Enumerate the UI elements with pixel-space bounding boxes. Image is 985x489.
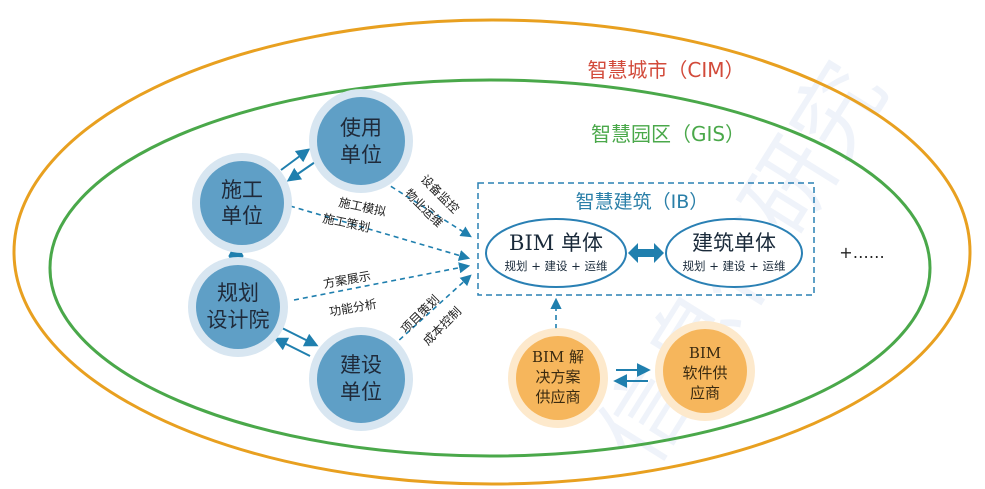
edge-label-design-b: 功能分析: [328, 297, 378, 319]
node-design-line1: 规划: [217, 281, 259, 305]
node-bim-solution: BIM 解 决方案 供应商: [508, 328, 608, 428]
edge-label-construction-b: 施工策划: [321, 211, 371, 235]
building-unit-title: 建筑单体: [692, 231, 776, 255]
more-units: +……: [839, 243, 884, 262]
node-bim-solution-line1: BIM 解: [532, 348, 584, 366]
building-unit-subtitle: 规划 + 建设 + 运维: [683, 259, 786, 273]
arrow-construction-to-ib: [289, 205, 471, 261]
node-bim-software-line2: 软件供: [682, 364, 727, 382]
node-bim-software: BIM 软件供 应商: [655, 321, 755, 421]
node-bim-solution-line3: 供应商: [535, 388, 580, 406]
node-bim-software-line3: 应商: [690, 384, 720, 402]
node-builder-line2: 单位: [340, 380, 382, 404]
node-builder-line1: 建设: [340, 353, 382, 377]
node-construction-line2: 单位: [221, 204, 263, 228]
bim-unit-title: BIM 单体: [509, 231, 603, 255]
bim-unit-subtitle: 规划 + 建设 + 运维: [505, 259, 608, 273]
park-ring: [48, 78, 932, 458]
city-label: 智慧城市（CIM）: [587, 58, 744, 82]
arrow-builder-to-design: [273, 337, 311, 357]
node-user: 使用 单位: [309, 89, 413, 193]
arrow-design-to-ib: [293, 262, 471, 301]
bim-unit: BIM 单体 规划 + 建设 + 运维: [485, 218, 627, 288]
bim-building-double-arrow: [628, 243, 664, 263]
ib-label: 智慧建筑（IB）: [576, 191, 709, 213]
node-construction-line1: 施工: [221, 178, 263, 202]
node-construction: 施工 单位: [192, 153, 292, 253]
node-builder: 建设 单位: [309, 327, 413, 431]
arrow-builder-to-ib: [385, 274, 472, 353]
node-bim-solution-line2: 决方案: [535, 368, 580, 386]
arrow-user-to-construction: [286, 159, 319, 182]
ib-box: [477, 182, 815, 296]
node-design: 规划 设计院: [188, 257, 288, 357]
edge-label-design-a: 方案展示: [322, 268, 372, 291]
node-bim-software-line1: BIM: [689, 344, 721, 362]
building-unit: 建筑单体 规划 + 建设 + 运维: [665, 218, 803, 288]
node-user-line1: 使用: [340, 116, 382, 140]
city-ring: [12, 18, 972, 486]
park-label: 智慧园区（GIS）: [591, 122, 745, 146]
arrow-construction-to-user: [280, 148, 311, 171]
node-design-line2: 设计院: [207, 308, 270, 332]
arrow-design-to-builder: [281, 327, 319, 347]
node-user-line2: 单位: [340, 143, 382, 167]
